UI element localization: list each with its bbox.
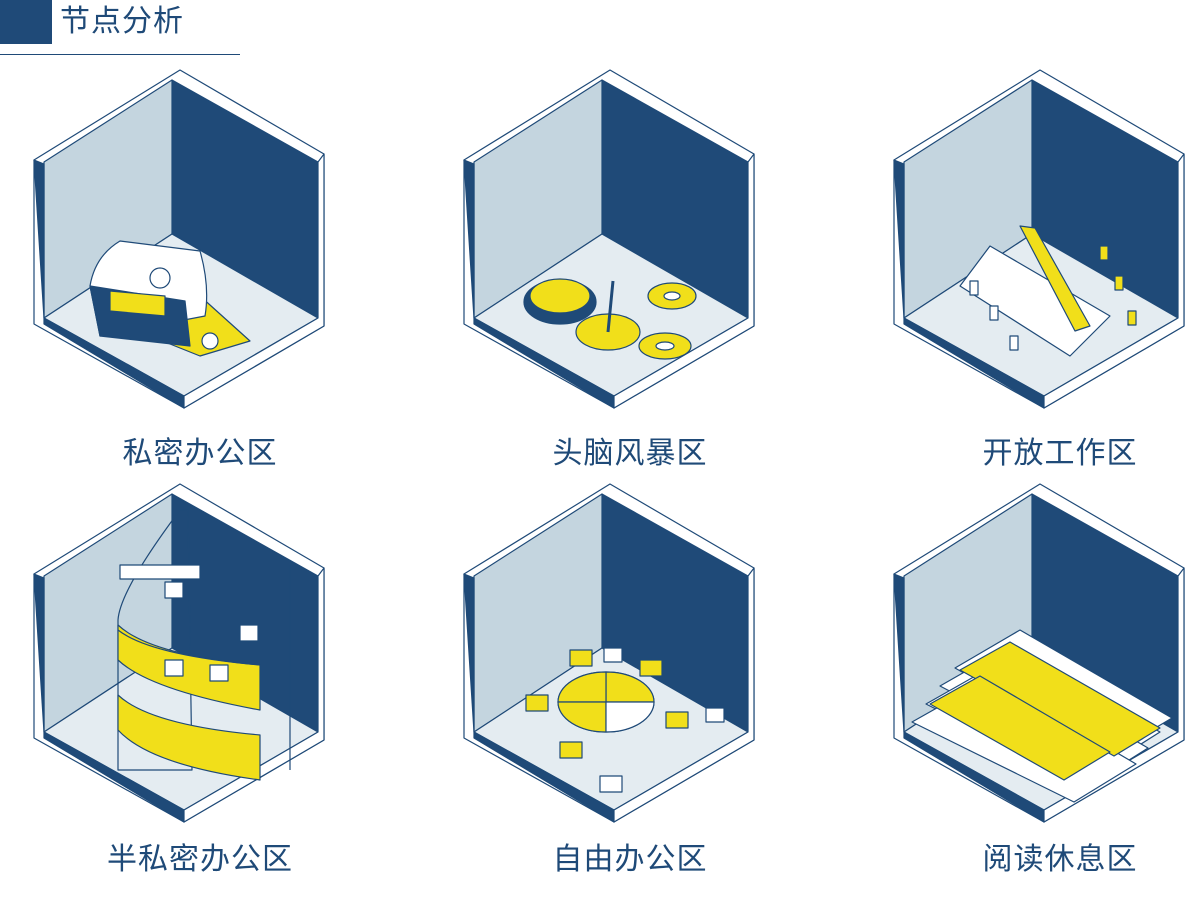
node-reading-rest-area: 阅读休息区 [860,470,1200,900]
page-title: 节点分析 [60,4,184,39]
node-free-office: 自由办公区 [430,470,830,900]
node-open-work-area: 开放工作区 [860,56,1200,486]
open-work-area-room-icon [893,69,1185,409]
node-label: 头脑风暴区 [552,436,708,471]
free-office-room-icon [463,483,755,823]
section-header: 节点分析 [0,0,240,56]
reading-rest-area-room-icon [893,483,1185,823]
header-divider [0,54,240,55]
node-semi-private-office: 半私密办公区 [0,470,400,900]
brainstorm-area-room-icon [463,69,755,409]
node-label: 阅读休息区 [982,842,1138,877]
node-label: 私密办公区 [122,436,278,471]
node-label: 开放工作区 [982,436,1138,471]
node-label: 自由办公区 [552,842,708,877]
semi-private-office-room-icon [33,483,325,823]
private-office-room-icon [33,69,325,409]
node-label: 半私密办公区 [107,842,293,877]
header-square-icon [0,0,52,44]
node-brainstorm-area: 头脑风暴区 [430,56,830,486]
node-private-office: 私密办公区 [0,56,400,486]
